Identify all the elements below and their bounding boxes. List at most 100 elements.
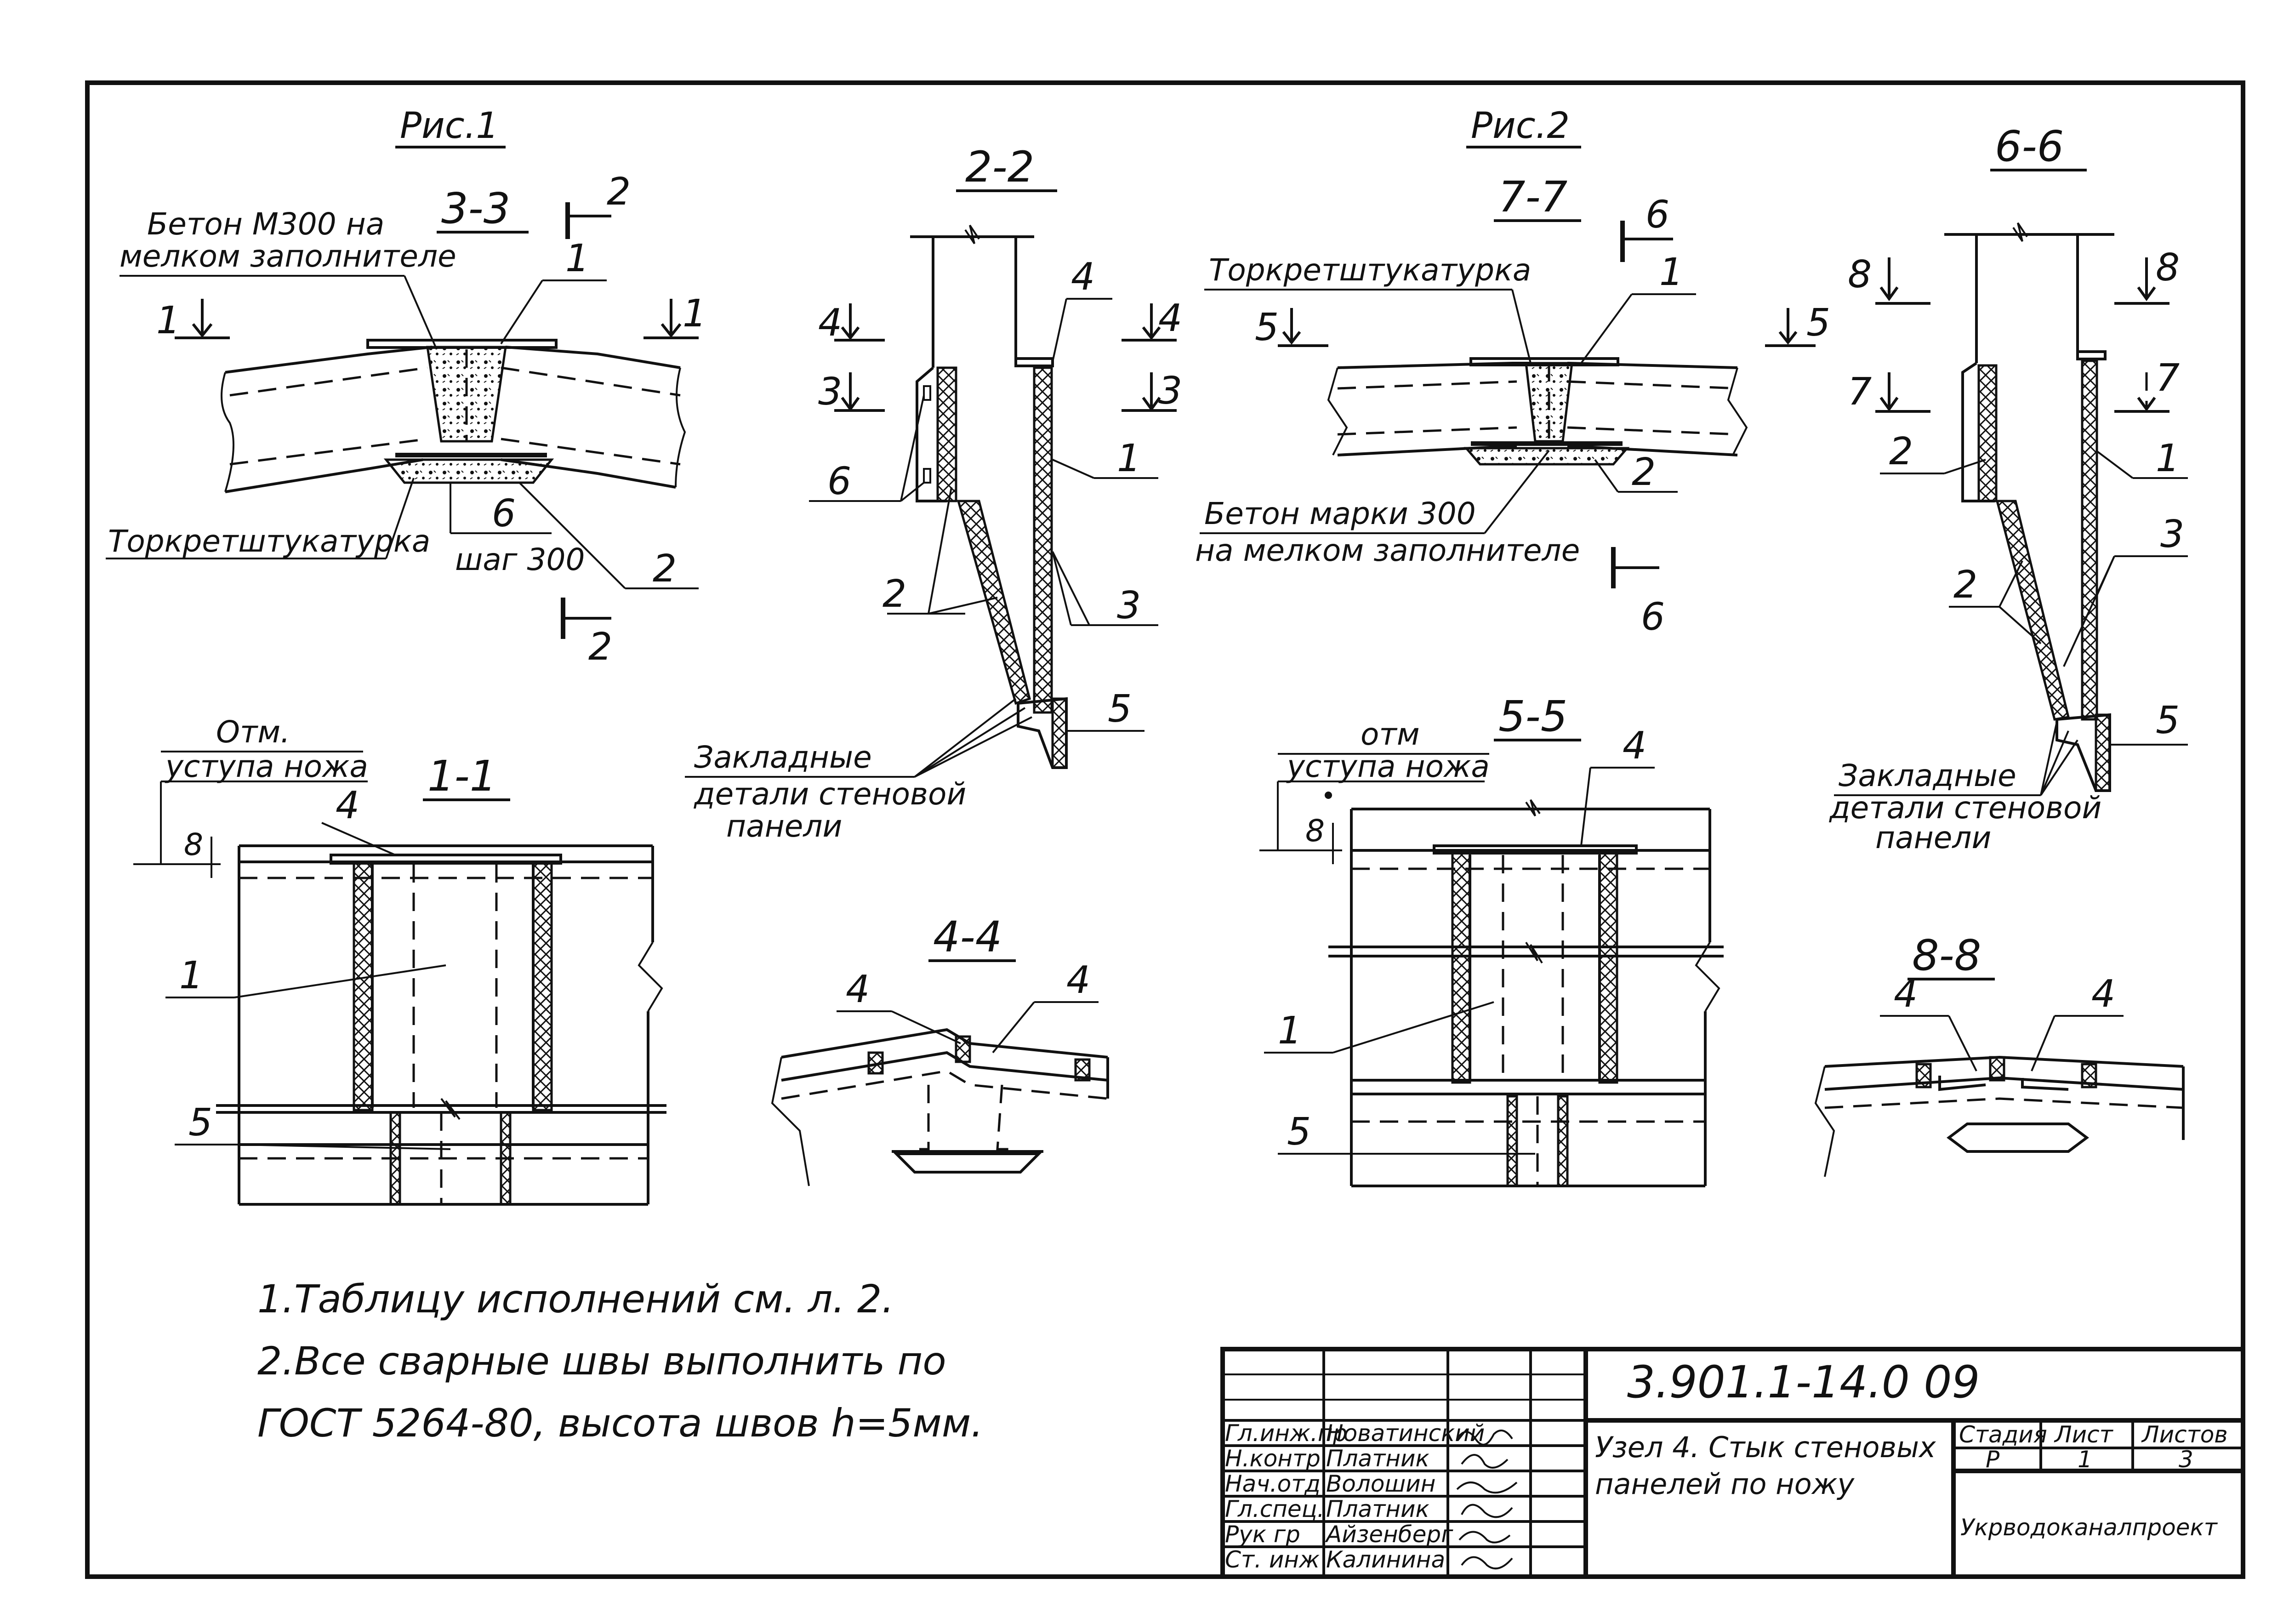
section-7-7: 7-7 6 Торкретштукатурка 1 5 5 xyxy=(1195,172,1830,639)
sec33-plaster-label: Торкретштукатурка xyxy=(108,524,430,559)
sec22-mark4r: 4 xyxy=(1158,296,1182,340)
section-4-4: 4-4 4 4 xyxy=(771,912,1109,1186)
sec11-title: 1-1 xyxy=(427,752,496,801)
sec77-concrete-label-2: на мелком заполнителе xyxy=(1195,533,1580,568)
sec55-pos4: 4 xyxy=(1623,724,1646,768)
sec77-mark-left: 5 xyxy=(1255,306,1279,349)
sec66-pos2a: 2 xyxy=(1889,430,1913,473)
section-5-5: отм уступа ножа 5-5 4 8 xyxy=(1259,692,1724,1187)
sec77-cut-bottom: 6 xyxy=(1641,595,1665,639)
sec22-upper-hatch xyxy=(936,366,957,502)
sec11-pos1: 1 xyxy=(179,954,203,997)
sec33-concrete-label-2: мелком заполнителе xyxy=(120,239,456,274)
sec55-left-hatch-band xyxy=(1451,851,1471,1084)
sec22-right-hatch xyxy=(1033,366,1053,714)
sec11-elev-2: уступа ножа xyxy=(165,749,368,784)
sec77-pos1: 1 xyxy=(1659,251,1683,294)
sec11-elev-1: Отм. xyxy=(216,714,290,750)
sec33-mark-right: 1 xyxy=(683,292,706,336)
sec77-plaster-label: Торкретштукатурка xyxy=(1209,252,1531,288)
sec55-title: 5-5 xyxy=(1498,692,1567,741)
tb-name-0: Новатинский xyxy=(1326,1420,1485,1447)
sec66-mark8l: 8 xyxy=(1848,253,1872,296)
tb-sheet-hdr: Лист xyxy=(2054,1421,2114,1448)
sec66-pos5: 5 xyxy=(2156,699,2180,742)
sec66-pos2b: 2 xyxy=(1953,563,1977,607)
sec33-cut-top: 2 xyxy=(607,170,631,214)
tb-roles: Гл.инж.пр Новатинский Н.контр Платник На… xyxy=(1225,1420,1485,1573)
sec22-pos5: 5 xyxy=(1108,687,1132,731)
sec11-left-hatch-band xyxy=(353,860,374,1111)
figure-1: Рис.1 3-3 Бетон М300 на мелком заполните… xyxy=(106,105,1182,1206)
sec66-embedded-2: детали стеновой xyxy=(1829,790,2101,826)
tb-signatures xyxy=(1456,1430,1518,1570)
sec88-title: 8-8 xyxy=(1912,931,1981,980)
sec22-mark4l: 4 xyxy=(818,301,842,345)
tb-code: 3.901.1-14.0 09 xyxy=(1627,1356,1980,1408)
sec55-right-hatch-band xyxy=(1598,851,1618,1084)
note-line-3: ГОСТ 5264-80, высота швов h=5мм. xyxy=(257,1401,983,1446)
sec33-mark-left: 1 xyxy=(156,299,180,342)
tb-stage: Р xyxy=(1986,1446,2000,1473)
tb-role-3: Гл.спец. xyxy=(1225,1496,1325,1522)
sec22-embedded-3: панели xyxy=(726,809,842,844)
sec22-mark3l: 3 xyxy=(818,370,842,414)
notes: 1.Таблицу исполнений см. л. 2. 2.Все сва… xyxy=(257,1276,983,1446)
sec33-cut-bottom: 2 xyxy=(588,625,612,669)
sec11-pos5: 5 xyxy=(188,1101,212,1145)
sec55-dim: 8 xyxy=(1305,813,1325,849)
section-3-3: 3-3 Бетон М300 на мелком заполнителе 2 xyxy=(106,170,706,669)
sec55-pos5: 5 xyxy=(1287,1110,1311,1154)
sec33-pos1: 1 xyxy=(565,237,589,280)
sec66-mark7l: 7 xyxy=(1848,370,1872,414)
tb-org: Укрводоканалпроект xyxy=(1960,1514,2218,1541)
figure-2: Рис.2 7-7 6 Торкретштукатурка 1 5 5 xyxy=(1195,105,2188,1187)
sec77-cut-top: 6 xyxy=(1646,193,1669,237)
sec88-pos4b: 4 xyxy=(2091,972,2115,1016)
sec33-concrete-label-1: Бетон М300 на xyxy=(147,206,384,242)
sec88-pos4a: 4 xyxy=(1894,972,1918,1016)
sec77-mark-right: 5 xyxy=(1806,301,1830,345)
sec22-embedded-1: Закладные xyxy=(694,740,872,775)
section-1-1: Отм. уступа ножа 1-1 4 8 xyxy=(133,714,666,1206)
sec77-bottom-cover xyxy=(1463,447,1630,466)
title-block: 3.901.1-14.0 09 Узел 4. Стык стеновых па… xyxy=(1220,1347,2245,1579)
tb-role-1: Н.контр xyxy=(1225,1445,1321,1472)
sec77-title: 7-7 xyxy=(1498,172,1567,222)
note-line-1: 1.Таблицу исполнений см. л. 2. xyxy=(257,1276,894,1322)
sheet-frame xyxy=(85,80,2245,1579)
tb-name-2: Волошин xyxy=(1326,1470,1435,1497)
sec22-pos2: 2 xyxy=(883,572,906,616)
sec66-pos1: 1 xyxy=(2156,437,2180,480)
sec66-mark7r: 7 xyxy=(2156,356,2180,400)
sec22-title: 2-2 xyxy=(965,142,1034,192)
sec44-pos4b: 4 xyxy=(1066,958,1090,1002)
tb-name-5: Калинина xyxy=(1326,1546,1445,1573)
sec77-concrete-label-1: Бетон марки 300 xyxy=(1204,496,1476,531)
tb-name-1: Платник xyxy=(1326,1445,1429,1472)
tb-sheets: 3 xyxy=(2179,1446,2193,1473)
sec22-pos6: 6 xyxy=(827,460,851,503)
section-2-2: 2-2 4 5 4 xyxy=(685,142,1182,844)
tb-title-2: панелей по ножу xyxy=(1595,1467,1855,1501)
sec66-right-hatch xyxy=(2081,359,2098,721)
section-6-6: 6-6 8 7 8 xyxy=(1829,122,2188,855)
sec66-title: 6-6 xyxy=(1995,122,2064,171)
sec11-pos4: 4 xyxy=(336,784,359,827)
sec88-bottom-cover xyxy=(1947,1123,2089,1153)
sec22-embedded-2: детали стеновой xyxy=(694,776,966,812)
tb-role-5: Ст. инж xyxy=(1225,1546,1320,1573)
sec66-mark8r: 8 xyxy=(2156,246,2180,290)
fig1-caption: Рис.1 xyxy=(400,105,499,147)
sec66-sloped-hatch xyxy=(1995,500,2070,721)
section-8-8: 8-8 4 4 xyxy=(1814,931,2185,1177)
sec55-pos1: 1 xyxy=(1278,1009,1302,1053)
sec22-sloped-hatch xyxy=(957,500,1031,705)
tb-sheet: 1 xyxy=(2078,1446,2092,1473)
sec22-pos4: 4 xyxy=(1071,255,1095,299)
sec33-pos6: 6 xyxy=(492,492,516,536)
sec44-title: 4-4 xyxy=(933,912,1002,962)
tb-name-4: Айзенберг xyxy=(1325,1521,1453,1548)
tb-title-1: Узел 4. Стык стеновых xyxy=(1595,1430,1936,1464)
